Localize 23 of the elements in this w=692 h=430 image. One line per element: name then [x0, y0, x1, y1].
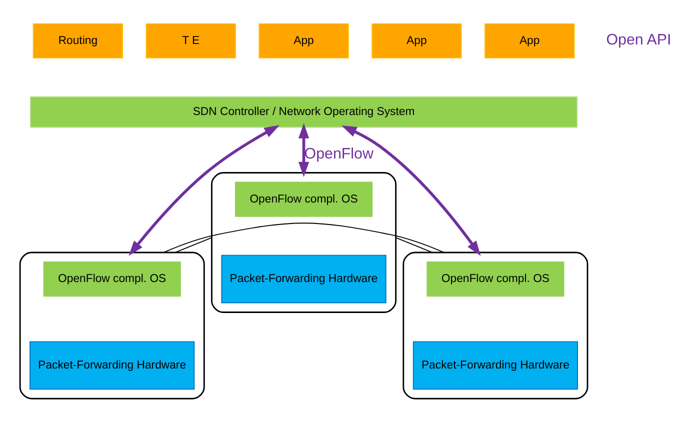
node-box: SDN Controller / Network Operating System [30, 96, 578, 128]
arrow [298, 123, 310, 178]
node-box: OpenFlow compl. OS [43, 262, 181, 297]
node-box: App [484, 23, 575, 58]
node-box: App [372, 23, 462, 58]
arrow [128, 125, 280, 256]
cluster [211, 172, 397, 313]
arrow [341, 126, 481, 256]
node-box: App [258, 23, 349, 58]
connector [163, 222, 444, 253]
node-box: OpenFlow compl. OS [426, 262, 564, 297]
cluster [19, 252, 205, 400]
connector [395, 237, 433, 253]
node-box: T E [146, 23, 236, 58]
node-box: Packet-Forwarding Hardware [30, 341, 195, 390]
node-box: Routing [32, 23, 123, 58]
cluster [402, 252, 588, 400]
node-box: Packet-Forwarding Hardware [221, 254, 386, 304]
node-box: Packet-Forwarding Hardware [412, 341, 578, 390]
edge-label: OpenFlow [304, 145, 374, 162]
label: Open API [606, 31, 672, 48]
connector [174, 237, 212, 253]
node-box: OpenFlow compl. OS [234, 182, 373, 217]
